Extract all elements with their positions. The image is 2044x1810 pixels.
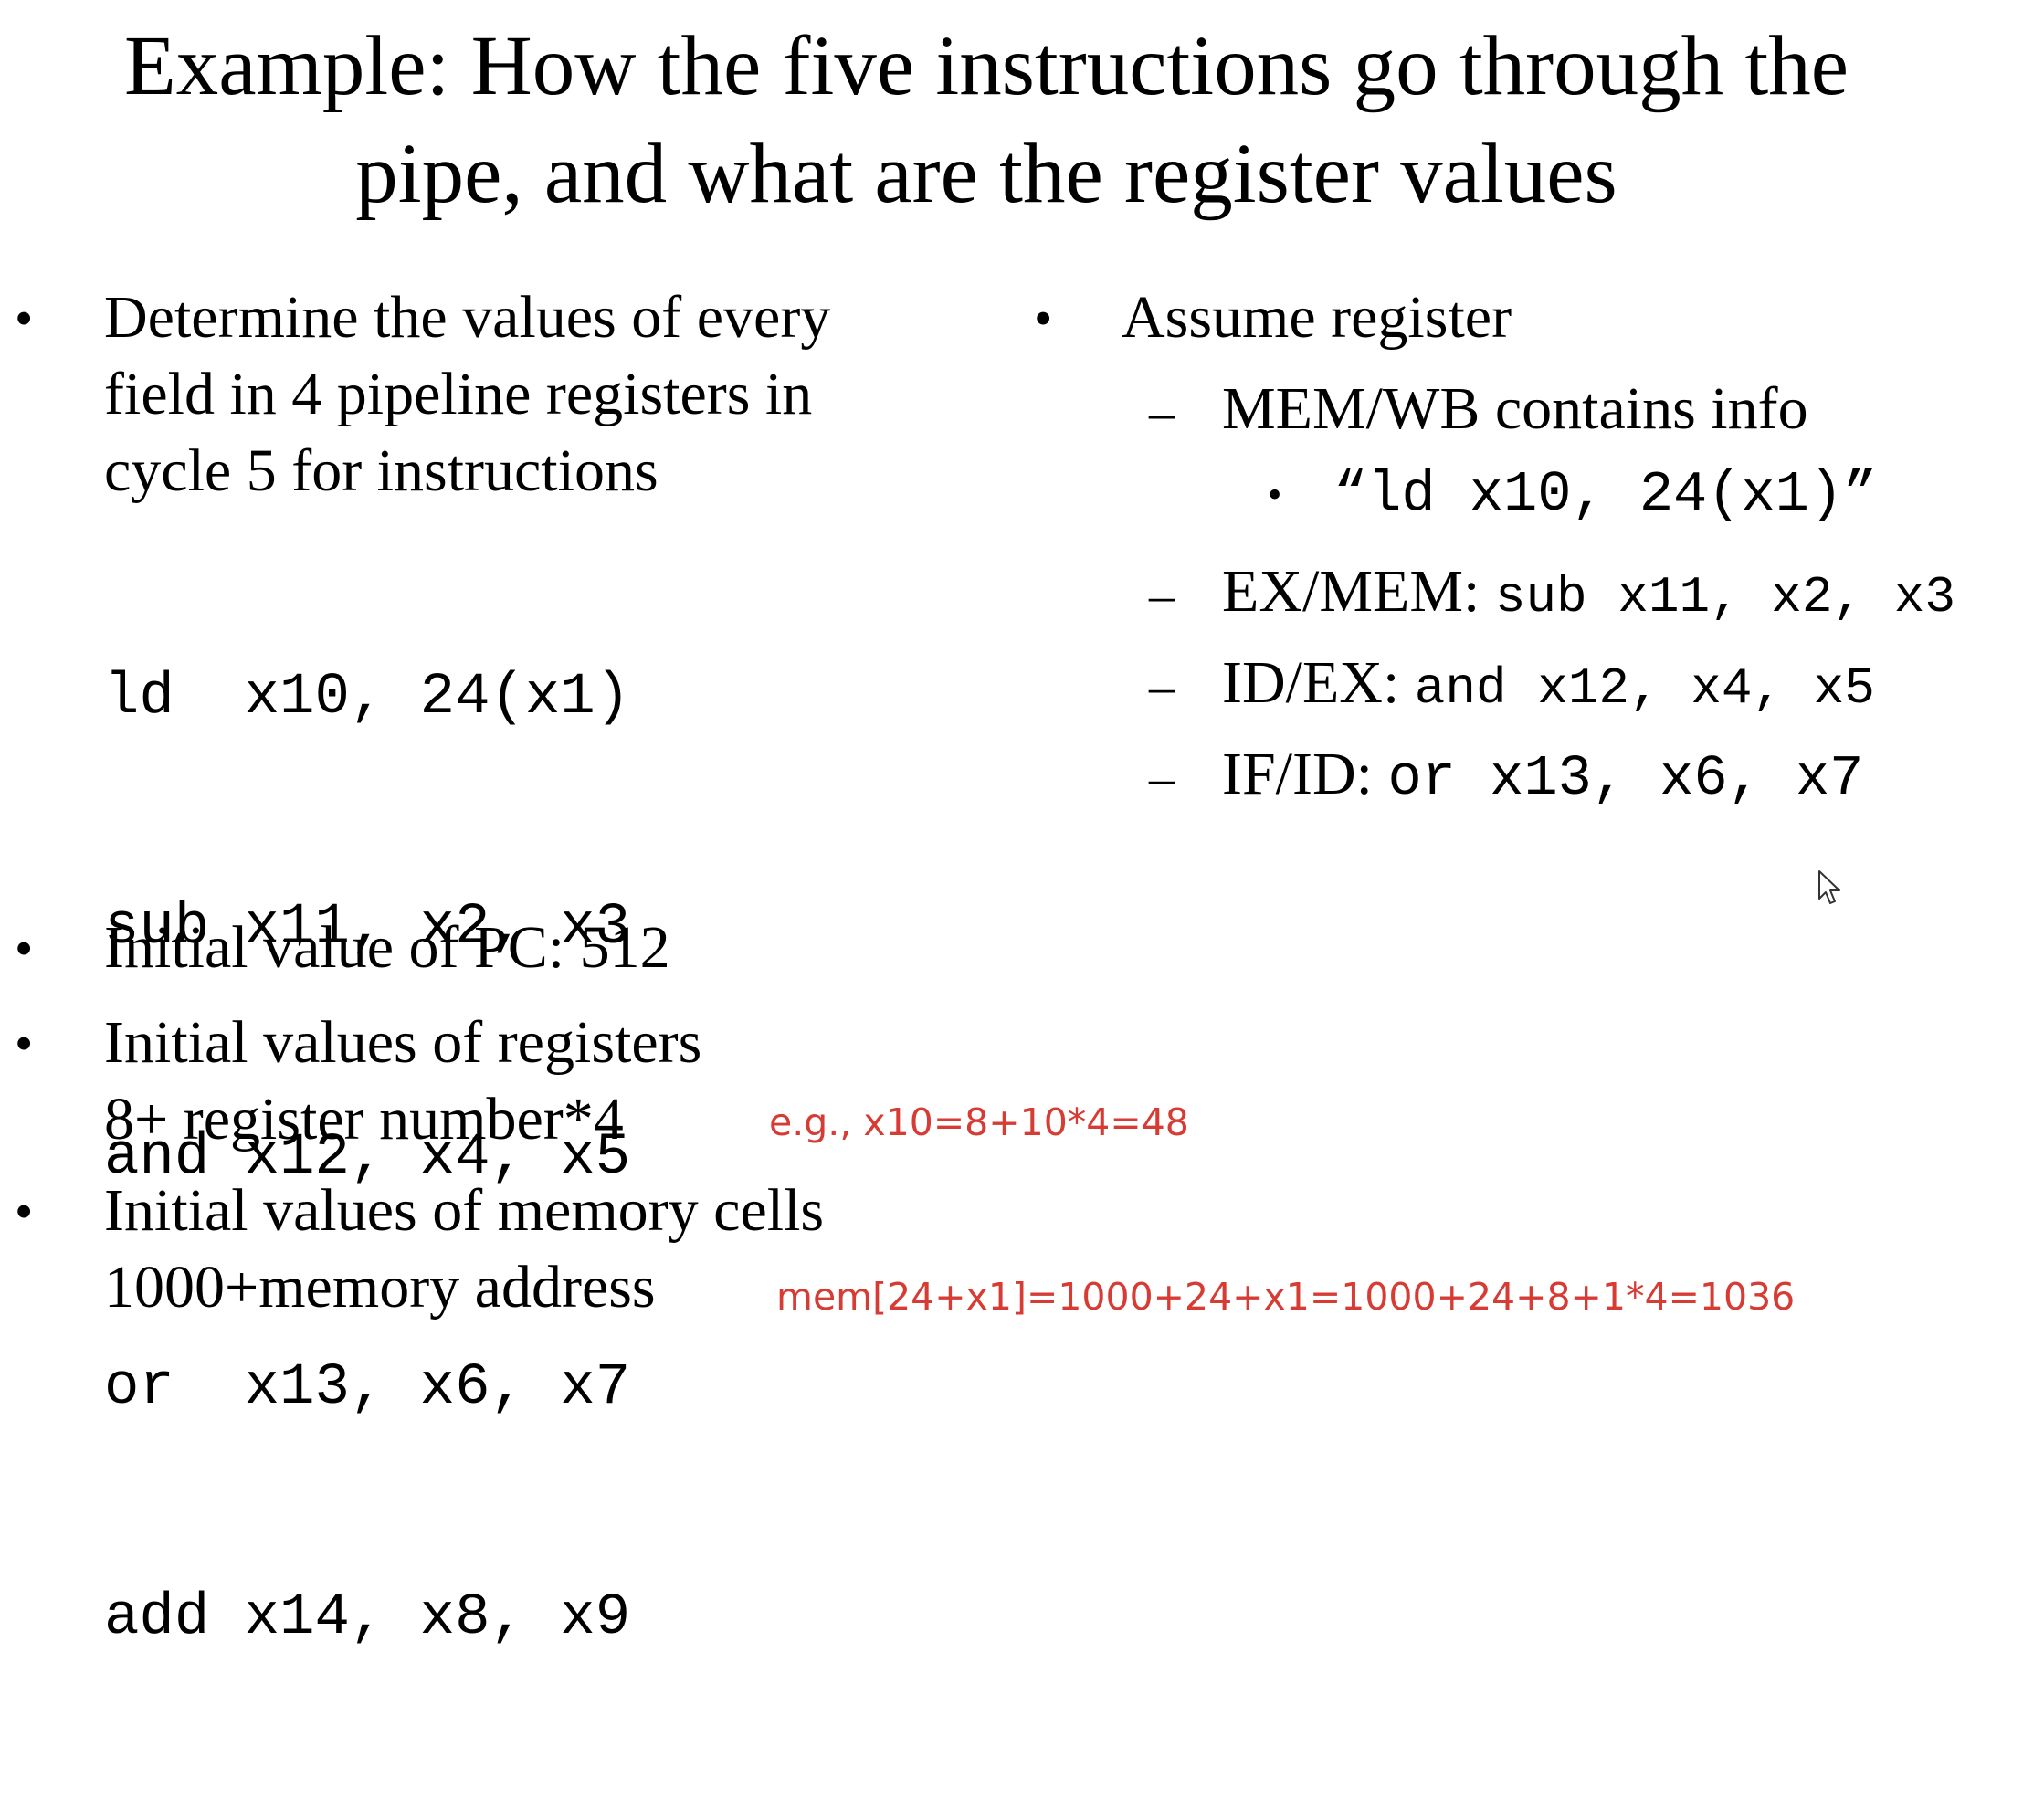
dash-icon: – xyxy=(1149,384,1175,441)
instruction-line: or x13, x6, x7 xyxy=(104,1355,631,1421)
instruction-line: add x14, x8, x9 xyxy=(104,1585,631,1651)
mem-wb-label: MEM/WB contains info xyxy=(1222,375,1808,442)
id-ex-row: ID/EX: and x12, x4, x5 xyxy=(1222,645,1875,727)
bullet-icon: • xyxy=(15,919,34,978)
title-line-2: pipe, and what are the register values xyxy=(355,127,1617,221)
item-determine-values: Determine the values of every field in 4… xyxy=(104,279,830,510)
slide-title: Example: How the five instructions go th… xyxy=(0,13,1973,228)
if-id-label: IF/ID: xyxy=(1222,741,1373,807)
bullet-icon: • xyxy=(15,289,34,348)
bullet-icon: • xyxy=(1034,289,1053,348)
item-line: 8+ register number*4 xyxy=(104,1086,624,1152)
item-initial-pc: Initial value of PC: 512 xyxy=(104,914,670,981)
item-line: cycle 5 for instructions xyxy=(104,437,659,504)
dash-icon: – xyxy=(1149,567,1175,624)
item-line: Determine the values of every xyxy=(104,284,831,351)
mem-wb-instruction: “ld x10, 24(x1)” xyxy=(1333,462,1878,527)
if-id-instruction: or x13, x6, x7 xyxy=(1387,746,1864,811)
ex-mem-label: EX/MEM: xyxy=(1222,558,1480,625)
item-line: Initial values of registers xyxy=(104,1009,702,1076)
item-initial-registers: Initial values of registers 8+ register … xyxy=(104,1005,701,1158)
dash-icon: – xyxy=(1149,658,1175,715)
item-line: field in 4 pipeline registers in xyxy=(104,361,813,427)
assume-register-heading: Assume register xyxy=(1122,284,1512,351)
id-ex-instruction: and x12, x4, x5 xyxy=(1414,659,1875,718)
bullet-icon: • xyxy=(15,1014,34,1073)
memory-example-note: mem[24+x1]=1000+24+x1=1000+24+8+1*4=1036 xyxy=(776,1275,1796,1319)
register-example-note: e.g., x10=8+10*4=48 xyxy=(769,1100,1189,1144)
ex-mem-instruction: sub x11, x2, x3 xyxy=(1494,568,1955,626)
title-line-1: Example: How the five instructions go th… xyxy=(123,19,1849,113)
bullet-icon: • xyxy=(1268,472,1282,517)
instruction-list: ld x10, 24(x1) sub x11, x2, x3 and x12, … xyxy=(104,506,630,1810)
item-line: 1000+memory address xyxy=(104,1254,656,1321)
instruction-line: sub x11, x2, x3 xyxy=(104,895,631,961)
item-initial-memory: Initial values of memory cells 1000+memo… xyxy=(104,1173,824,1326)
if-id-row: IF/ID: or x13, x6, x7 xyxy=(1222,736,1863,817)
id-ex-label: ID/EX: xyxy=(1222,649,1400,716)
ex-mem-row: EX/MEM: sub x11, x2, x3 xyxy=(1222,553,1955,636)
item-line: Initial values of memory cells xyxy=(104,1177,825,1244)
dash-icon: – xyxy=(1149,750,1175,806)
instruction-line: ld x10, 24(x1) xyxy=(104,665,631,731)
mouse-cursor-icon xyxy=(1818,870,1840,904)
bullet-icon: • xyxy=(15,1182,34,1241)
instruction-line: and x12, x4, x5 xyxy=(104,1125,631,1191)
